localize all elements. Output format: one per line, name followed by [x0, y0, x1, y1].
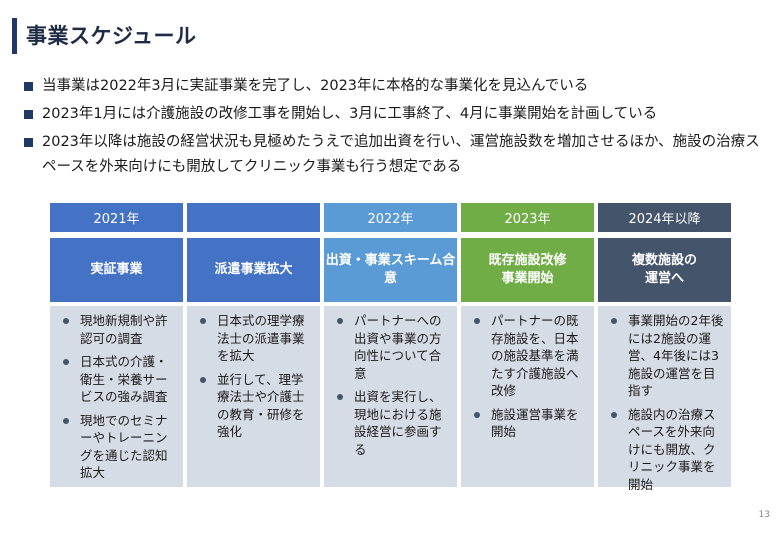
- list-item: 出資を実行し、現地における施設経営に参画する: [330, 388, 451, 458]
- phase-body: 日本式の理学療法士の派遣事業を拡大 並行して、理学療法士や介護士の教育・研修を強…: [187, 306, 320, 487]
- bullet-dot-icon: [611, 411, 617, 418]
- schedule-table: 2021年 実証事業 現地新規制や許認可の調査 日本式の介護・衛生・栄養サービス…: [50, 203, 731, 492]
- phase-body: 現地新規制や許認可の調査 日本式の介護・衛生・栄養サービスの強み調査 現地でのセ…: [50, 306, 183, 487]
- page-number: 13: [758, 510, 770, 520]
- bullet-dot-icon: [200, 376, 206, 383]
- bullet-dot-icon: [63, 359, 69, 365]
- summary-bullet: 2023年以降は施設の経営状況も見極めたうえで追加出資を行い、運営施設数を増加さ…: [22, 130, 762, 180]
- square-bullet-icon: [24, 110, 33, 119]
- list-item: 事業開始の2年後には2施設の運営、4年後には3施設の運営を目指す: [604, 312, 725, 400]
- bullet-dot-icon: [200, 318, 206, 324]
- schedule-column: 2023年 既存施設改修 事業開始 パートナーの既存施設を、日本の施設基準を満た…: [461, 203, 594, 487]
- year-header-2022: 2022年: [324, 203, 457, 232]
- phase-heading: 実証事業: [50, 238, 183, 302]
- list-item: 日本式の理学療法士の派遣事業を拡大: [193, 312, 314, 365]
- schedule-column: 2024年以降 複数施設の 運営へ 事業開始の2年後には2施設の運営、4年後には…: [598, 203, 731, 492]
- year-header-2023: 2023年: [461, 203, 594, 232]
- phase-body: パートナーへの出資や事業の方向性について合意 出資を実行し、現地における施設経営…: [324, 306, 457, 487]
- schedule-column: 2022年 出資・事業スキーム合意 パートナーへの出資や事業の方向性について合意…: [324, 203, 457, 487]
- list-item: 施設運営事業を開始: [467, 406, 588, 441]
- phase-heading: 派遣事業拡大: [187, 238, 320, 302]
- summary-bullet: 当事業は2022年3月に実証事業を完了し、2023年に本格的な事業化を見込んでい…: [22, 74, 762, 99]
- square-bullet-icon: [24, 82, 33, 91]
- bullet-dot-icon: [63, 417, 69, 424]
- list-item: 日本式の介護・衛生・栄養サービスの強み調査: [56, 353, 177, 406]
- summary-bullets: 当事業は2022年3月に実証事業を完了し、2023年に本格的な事業化を見込んでい…: [22, 74, 762, 183]
- list-item: 施設内の治療スペースを外来向けにも開放、クリニック事業を開始: [604, 406, 725, 494]
- list-item: パートナーへの出資や事業の方向性について合意: [330, 312, 451, 382]
- schedule-column: 派遣事業拡大 日本式の理学療法士の派遣事業を拡大 並行して、理学療法士や介護士の…: [187, 203, 320, 487]
- list-item: 並行して、理学療法士や介護士の教育・研修を強化: [193, 371, 314, 441]
- summary-bullet: 2023年1月には介護施設の改修工事を開始し、3月に工事終了、4月に事業開始を計…: [22, 102, 762, 127]
- square-bullet-icon: [24, 138, 33, 147]
- bullet-dot-icon: [63, 318, 69, 324]
- page-title: 事業スケジュール: [26, 24, 197, 48]
- list-item: パートナーの既存施設を、日本の施設基準を満たす介護施設へ改修: [467, 312, 588, 400]
- phase-heading: 複数施設の 運営へ: [598, 238, 731, 302]
- phase-body: 事業開始の2年後には2施設の運営、4年後には3施設の運営を目指す 施設内の治療ス…: [598, 306, 731, 492]
- schedule-column: 2021年 実証事業 現地新規制や許認可の調査 日本式の介護・衛生・栄養サービス…: [50, 203, 183, 487]
- title-accent-bar: [12, 18, 17, 54]
- bullet-dot-icon: [474, 318, 480, 324]
- phase-heading: 出資・事業スキーム合意: [324, 238, 457, 302]
- bullet-dot-icon: [337, 394, 343, 400]
- bullet-dot-icon: [474, 411, 480, 418]
- phase-body: パートナーの既存施設を、日本の施設基準を満たす介護施設へ改修 施設運営事業を開始: [461, 306, 594, 487]
- bullet-dot-icon: [337, 318, 343, 324]
- list-item: 現地でのセミナーやトレーニングを通じた認知拡大: [56, 412, 177, 482]
- year-header-empty: [187, 203, 320, 232]
- year-header-2021: 2021年: [50, 203, 183, 232]
- bullet-dot-icon: [611, 318, 617, 324]
- list-item: 現地新規制や許認可の調査: [56, 312, 177, 347]
- year-header-2024: 2024年以降: [598, 203, 731, 232]
- phase-heading: 既存施設改修 事業開始: [461, 238, 594, 302]
